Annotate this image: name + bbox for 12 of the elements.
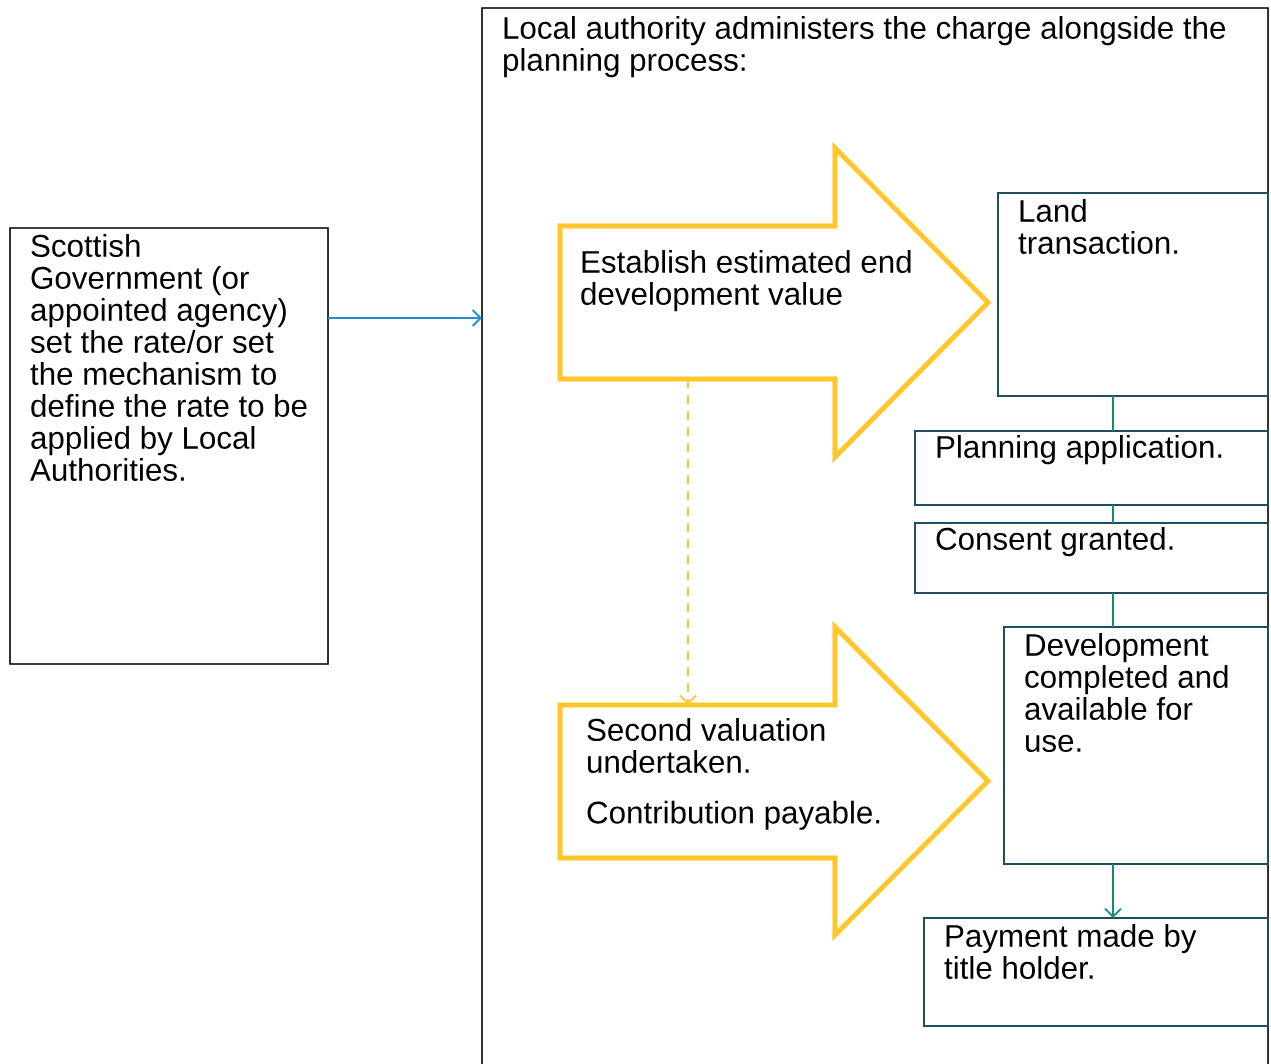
connector-line [1112, 504, 1114, 524]
process-box: Scottish Government (or appointed agency) set the rate/or set the mechanism to define the rate to be applied by Local Authorities. [9, 227, 329, 665]
process-box: Planning application. [914, 430, 1269, 506]
arrow [679, 378, 697, 705]
arrow [327, 309, 482, 327]
process-box: Consent granted. [914, 522, 1269, 594]
process-box: Payment made by title holder. [923, 917, 1269, 1027]
arrow [1104, 863, 1122, 918]
process-box: Land transaction. [997, 192, 1269, 397]
connector-line [1112, 592, 1114, 628]
connector-line [1112, 395, 1114, 432]
process-box: Development completed and available for use. [1003, 626, 1269, 865]
